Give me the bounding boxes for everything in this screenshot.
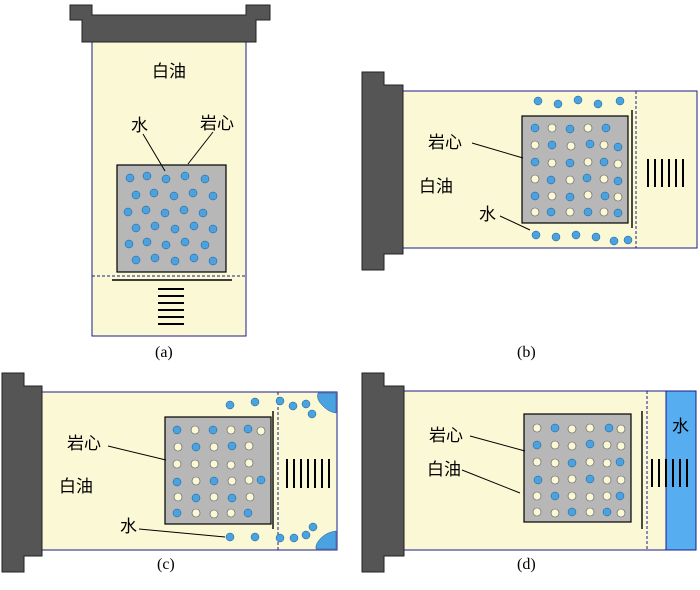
panel-b-water-leader bbox=[499, 215, 531, 231]
panel-d-cap bbox=[361, 372, 405, 573]
panel-c-caption: (c) bbox=[157, 556, 175, 573]
panel-c-water-pool-bottom bbox=[315, 530, 337, 550]
panel-c: 岩心 白油 水 (c) bbox=[1, 372, 338, 573]
panel-b-core-oil-dots bbox=[530, 123, 623, 217]
panel-b-scale bbox=[647, 159, 684, 187]
panel-c-escaped-water bbox=[225, 396, 318, 543]
panel-a-core-leader bbox=[187, 131, 214, 165]
panel-c-water-leader bbox=[138, 528, 226, 538]
panel-b-core-leader bbox=[471, 142, 524, 159]
panel-b-core-label: 岩心 bbox=[428, 133, 462, 153]
panel-d: 岩心 白油 水 (d) bbox=[361, 372, 697, 573]
panel-a-water-label: 水 bbox=[131, 116, 148, 136]
panel-a-core-dots bbox=[123, 171, 218, 266]
panel-c-core-label: 岩心 bbox=[67, 434, 101, 454]
panel-c-core bbox=[164, 416, 272, 525]
panel-a-oil-label: 白油 bbox=[152, 62, 186, 82]
panel-c-cap bbox=[1, 372, 43, 573]
panel-c-oil-label: 白油 bbox=[59, 477, 93, 497]
panel-a-water-leader bbox=[142, 133, 166, 172]
panel-a-core bbox=[116, 164, 227, 273]
panel-d-core-leader bbox=[469, 435, 526, 452]
panel-b-cap bbox=[361, 71, 404, 271]
panel-b-escaped-water bbox=[531, 95, 633, 246]
panel-d-core-water-dots bbox=[532, 423, 625, 517]
panel-d-scale bbox=[651, 459, 688, 487]
panel-b-core bbox=[521, 115, 629, 224]
panel-b-oil-label: 白油 bbox=[419, 177, 453, 197]
panel-c-core-water-dots bbox=[172, 424, 266, 518]
panel-b-caption: (b) bbox=[517, 344, 536, 361]
panel-d-water-label: 水 bbox=[672, 417, 689, 437]
panel-d-caption: (d) bbox=[517, 556, 536, 573]
panel-b: 岩心 白油 水 (b) bbox=[361, 71, 698, 361]
panel-d-oil-leader bbox=[461, 469, 521, 494]
panel-c-water-label: 水 bbox=[120, 517, 137, 537]
panel-d-core bbox=[523, 413, 632, 523]
panel-a-scale bbox=[158, 288, 184, 325]
panel-d-core-label: 岩心 bbox=[429, 426, 463, 446]
panel-c-core-oil-dots bbox=[172, 425, 266, 519]
panel-b-core-water-dots bbox=[530, 123, 623, 218]
panel-b-water-label: 水 bbox=[479, 205, 496, 225]
panel-a-caption: (a) bbox=[155, 344, 173, 361]
panel-a-core-label: 岩心 bbox=[200, 114, 234, 134]
panel-a: 白油 水 岩心 (a) bbox=[69, 4, 271, 361]
panel-c-core-leader bbox=[107, 445, 167, 461]
panel-d-oil-label: 白油 bbox=[427, 460, 461, 480]
panel-c-water-pool-top bbox=[317, 392, 337, 414]
panel-a-cap bbox=[69, 4, 271, 43]
panel-d-core-oil-dots bbox=[532, 423, 626, 518]
panel-c-scale bbox=[286, 459, 330, 488]
